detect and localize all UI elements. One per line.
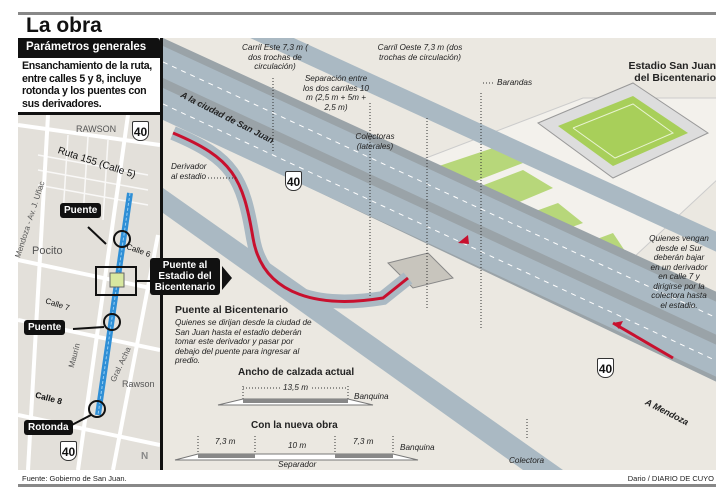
section-nueva-title: Con la nueva obra: [251, 420, 338, 431]
stadium-mini-icon: [109, 272, 125, 288]
label-banquina-nueva: Banquina: [400, 443, 435, 452]
route-40-shield: 40: [132, 121, 149, 141]
puente-title: Puente al Bicentenario: [175, 304, 289, 316]
section-actual-drawing: [217, 386, 374, 406]
puente-2-marker: [103, 313, 121, 331]
source-note: Fuente: Gobierno de San Juan.: [22, 474, 127, 483]
tag-rotonda: Rotonda: [24, 420, 73, 435]
north-arrow-icon: N: [141, 451, 149, 462]
top-rule: [18, 12, 716, 15]
section-actual-title: Ancho de calzada actual: [238, 367, 355, 378]
left-panel: Parámetros generales Ensanchamiento de l…: [13, 38, 160, 470]
label-derivador: Derivador al estadio: [171, 162, 207, 181]
map-label-rawson: Rawson: [122, 379, 155, 389]
label-barandas: Barandas: [497, 78, 533, 87]
label-colectoras: Colectoras (laterales): [355, 132, 395, 151]
tag-puente-calle7: Puente: [24, 320, 66, 335]
red-route-sur: [612, 321, 674, 360]
label-separacion: Separación entre los dos carriles 10 m (…: [303, 74, 369, 112]
map-label-rawson-top: RAWSON: [76, 124, 117, 134]
tag-puente-estadio: Puente al Estadio del Bicentenario: [150, 258, 220, 295]
stadium-drawing: [536, 82, 710, 179]
route-40-shield-road: 40: [285, 171, 302, 191]
actual-width: 13,5 m: [281, 383, 311, 393]
label-colectora: Colectora: [509, 456, 545, 465]
map-label-pocito: Pocito: [32, 245, 63, 257]
label-carril-este: Carril Este 7,3 m ( dos trochas de circu…: [242, 43, 308, 71]
params-text: Ensanchamiento de la ruta, entre calles …: [22, 60, 152, 110]
road-drawing: [163, 38, 716, 470]
map-streets: [18, 115, 160, 470]
pointer-arrow-icon: [222, 266, 232, 290]
puente-text: Quienes se dirijan desde la ciudad de Sa…: [175, 318, 312, 365]
route-40-shield-road-2: 40: [597, 358, 614, 378]
tag-puente-calle6: Puente: [60, 203, 102, 218]
label-carril-oeste: Carril Oeste 7,3 m (dos trochas de circu…: [377, 43, 463, 62]
red-route-san-juan: [172, 131, 409, 303]
right-lane-width: 7,3 m: [353, 437, 374, 446]
params-heading: Parámetros generales: [18, 38, 160, 58]
stadium-title: Estadio San Juan del Bicentenario: [628, 60, 716, 84]
route-40-shield-bottom: 40: [60, 441, 77, 461]
location-map: RAWSON 40 Ruta 155 (Calle 5) Mendoza - A…: [13, 112, 160, 470]
left-lane-width: 7,3 m: [215, 437, 236, 446]
section-nueva-drawing: [174, 436, 419, 461]
road-illustration: 40 40 A la ciudad de San Juan A Mendoza …: [160, 38, 716, 470]
note-from-south: Quienes vengan desde el Sur deberán baja…: [649, 234, 709, 310]
bottom-rule: [18, 484, 716, 487]
label-separador: Separador: [278, 460, 317, 469]
label-banquina-actual: Banquina: [354, 392, 389, 401]
separator-width: 10 m: [288, 441, 307, 450]
puente-1-marker: [113, 230, 131, 248]
credit: Dario / DIARIO DE CUYO: [627, 474, 714, 483]
rotonda-marker: [88, 400, 106, 418]
page-title: La obra: [26, 14, 102, 37]
